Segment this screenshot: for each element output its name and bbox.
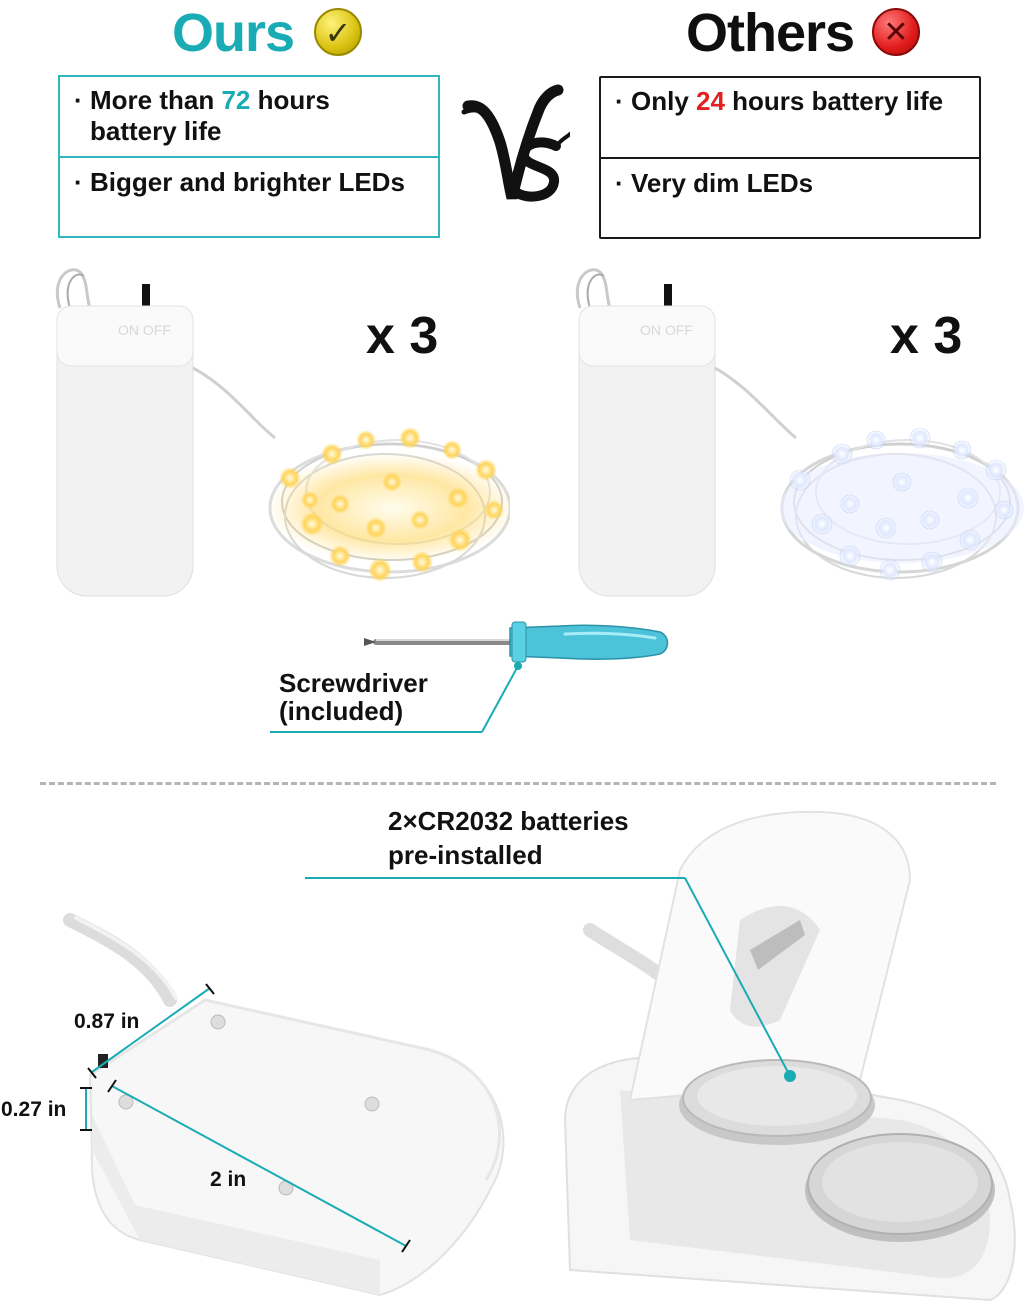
others-fairy-lights-image: ON OFF bbox=[575, 268, 1024, 597]
batteries-label-line1: 2×CR2032 batteries bbox=[388, 806, 629, 836]
others-battery-suffix: hours battery life bbox=[724, 86, 944, 116]
ours-led-text: Bigger and brighter LEDs bbox=[90, 167, 405, 197]
bullet: · bbox=[615, 168, 624, 198]
x-icon: ✕ bbox=[872, 8, 920, 56]
ours-divider bbox=[60, 156, 438, 158]
ours-battery-line2: battery life bbox=[90, 116, 222, 146]
ours-feature-led: ·Bigger and brighter LEDs bbox=[60, 167, 438, 198]
others-led-text: Very dim LEDs bbox=[631, 168, 814, 198]
ours-heading: Ours bbox=[172, 3, 295, 63]
others-switch-text: ON OFF bbox=[640, 322, 693, 338]
bullet: · bbox=[615, 86, 624, 116]
screwdriver-label: Screwdriver (included) bbox=[279, 669, 428, 725]
vs-logo bbox=[461, 84, 570, 202]
ours-switch-text: ON OFF bbox=[118, 322, 171, 338]
others-divider bbox=[601, 157, 979, 159]
others-battery-prefix: Only bbox=[631, 86, 697, 116]
ours-battery-suffix: hours bbox=[250, 85, 330, 115]
ours-quantity: x 3 bbox=[366, 307, 439, 365]
screwdriver-label-line2: (included) bbox=[279, 696, 404, 726]
ours-fairy-lights-image: ON OFF bbox=[55, 268, 510, 597]
width-dimension: 0.87 in bbox=[74, 1010, 140, 1033]
others-heading: Others bbox=[686, 3, 855, 63]
screwdriver-label-line1: Screwdriver bbox=[279, 668, 428, 698]
bullet: · bbox=[74, 85, 83, 115]
check-icon: ✓ bbox=[314, 8, 362, 56]
bullet: · bbox=[74, 167, 83, 197]
open-battery-box-image bbox=[305, 810, 1016, 1302]
height-dimension: 0.27 in bbox=[1, 1098, 67, 1121]
section-divider bbox=[40, 782, 996, 785]
ours-feature-box: ·More than 72 hours battery life ·Bigger… bbox=[58, 75, 440, 238]
screwdriver-image bbox=[270, 621, 669, 733]
battery-box-dimensions-image bbox=[63, 913, 505, 1297]
ours-battery-hours: 72 bbox=[221, 85, 251, 115]
batteries-label: 2×CR2032 batteries pre-installed bbox=[388, 804, 629, 872]
others-feature-led: ·Very dim LEDs bbox=[601, 168, 979, 199]
ours-feature-battery: ·More than 72 hours battery life bbox=[60, 85, 438, 157]
others-battery-hours: 24 bbox=[696, 86, 725, 116]
others-feature-box: ·Only 24 hours battery life ·Very dim LE… bbox=[599, 76, 981, 239]
others-feature-battery: ·Only 24 hours battery life bbox=[601, 86, 979, 158]
length-dimension: 2 in bbox=[210, 1168, 247, 1191]
others-quantity: x 3 bbox=[890, 307, 963, 365]
ours-battery-prefix: More than bbox=[90, 85, 222, 115]
batteries-label-line2: pre-installed bbox=[388, 840, 543, 870]
